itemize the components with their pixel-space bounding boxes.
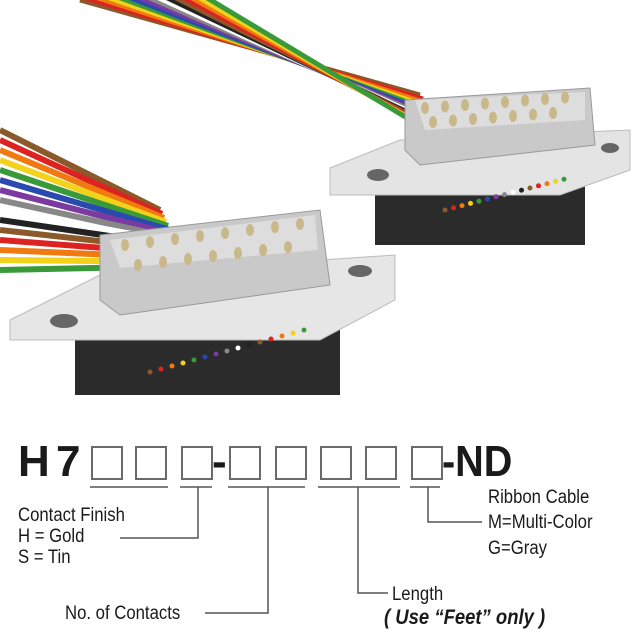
pin bbox=[469, 113, 477, 125]
pin bbox=[441, 100, 449, 113]
part-prefix-h: H bbox=[18, 437, 50, 486]
code-box bbox=[320, 446, 352, 480]
connector-pins bbox=[121, 91, 569, 271]
pin bbox=[121, 239, 129, 251]
wire-end bbox=[536, 183, 541, 189]
pin bbox=[246, 224, 254, 236]
pin bbox=[489, 111, 497, 124]
wire bbox=[0, 147, 166, 221]
pin bbox=[171, 233, 179, 245]
pin bbox=[184, 253, 192, 265]
wire-end bbox=[290, 330, 296, 336]
pin bbox=[521, 94, 529, 107]
wire-end bbox=[235, 345, 241, 351]
ribbon-option: G=Gray bbox=[488, 538, 548, 559]
wire-ends bbox=[147, 176, 567, 375]
connector-back bbox=[329, 87, 631, 245]
wire-end bbox=[561, 176, 567, 182]
wire bbox=[0, 127, 162, 213]
pin bbox=[271, 221, 279, 233]
wire-end bbox=[468, 200, 473, 206]
wire bbox=[0, 187, 173, 237]
wire bbox=[0, 177, 171, 233]
part-prefix-7: 7 bbox=[56, 437, 81, 486]
connector-illustration bbox=[0, 0, 631, 395]
wire-end bbox=[268, 336, 274, 342]
wire-end bbox=[257, 339, 263, 345]
connector-front bbox=[9, 209, 396, 395]
pin bbox=[146, 236, 154, 248]
pin bbox=[196, 230, 204, 242]
pin bbox=[529, 108, 537, 121]
wire-end bbox=[519, 187, 524, 193]
part-suffix: -ND bbox=[442, 437, 513, 486]
wire-end bbox=[147, 369, 153, 375]
wire-end bbox=[485, 196, 490, 202]
ribbon-title: Ribbon Cable bbox=[488, 487, 590, 508]
pin bbox=[429, 116, 437, 128]
pin bbox=[134, 259, 142, 271]
wire-end bbox=[442, 207, 448, 213]
pin bbox=[501, 96, 509, 108]
ribbon-option: M=Multi-Color bbox=[488, 512, 593, 533]
wire-end bbox=[476, 198, 482, 204]
pin bbox=[481, 97, 489, 110]
wire-end bbox=[202, 354, 208, 360]
code-box bbox=[275, 446, 307, 480]
length-title: Length bbox=[392, 584, 444, 605]
code-box bbox=[181, 446, 213, 480]
contact-finish-option: S = Tin bbox=[18, 547, 71, 568]
pin bbox=[259, 244, 267, 256]
wire-end bbox=[213, 351, 219, 357]
wire-end bbox=[191, 357, 197, 363]
pin bbox=[549, 107, 557, 119]
part-dash: - bbox=[212, 437, 227, 486]
wire bbox=[0, 167, 169, 229]
pin bbox=[234, 247, 242, 259]
wire-end bbox=[553, 178, 558, 184]
wire-end bbox=[246, 342, 252, 348]
wire-end bbox=[510, 189, 516, 195]
wire-end bbox=[279, 333, 285, 339]
wire-end bbox=[451, 205, 456, 211]
wire bbox=[0, 137, 164, 217]
pin bbox=[509, 110, 517, 122]
pin bbox=[296, 218, 304, 230]
wire-end bbox=[180, 360, 186, 366]
contact-finish-title: Contact Finish bbox=[18, 505, 125, 526]
code-box bbox=[365, 446, 397, 480]
wire-end bbox=[301, 327, 307, 333]
code-box bbox=[91, 446, 123, 480]
contacts-title: No. of Contacts bbox=[65, 603, 181, 624]
pin bbox=[221, 227, 229, 239]
wire-end bbox=[459, 203, 465, 209]
wire-end bbox=[493, 194, 499, 200]
code-box bbox=[411, 446, 443, 480]
pin bbox=[461, 99, 469, 111]
wire-end bbox=[527, 185, 533, 191]
wire-end bbox=[502, 192, 507, 198]
pin bbox=[284, 241, 292, 253]
wire-end bbox=[158, 366, 164, 372]
pin bbox=[561, 91, 569, 104]
pin bbox=[541, 93, 549, 105]
wire-end bbox=[544, 181, 550, 187]
wire-end bbox=[224, 348, 230, 354]
pin bbox=[159, 256, 167, 268]
pin bbox=[449, 114, 457, 127]
length-note: ( Use “Feet” only ) bbox=[384, 606, 546, 629]
wire-end bbox=[169, 363, 175, 369]
wire bbox=[0, 157, 168, 225]
code-box bbox=[229, 446, 261, 480]
contact-finish-option: H = Gold bbox=[18, 526, 85, 547]
code-box bbox=[135, 446, 167, 480]
pin bbox=[209, 250, 217, 262]
pin bbox=[421, 102, 429, 114]
